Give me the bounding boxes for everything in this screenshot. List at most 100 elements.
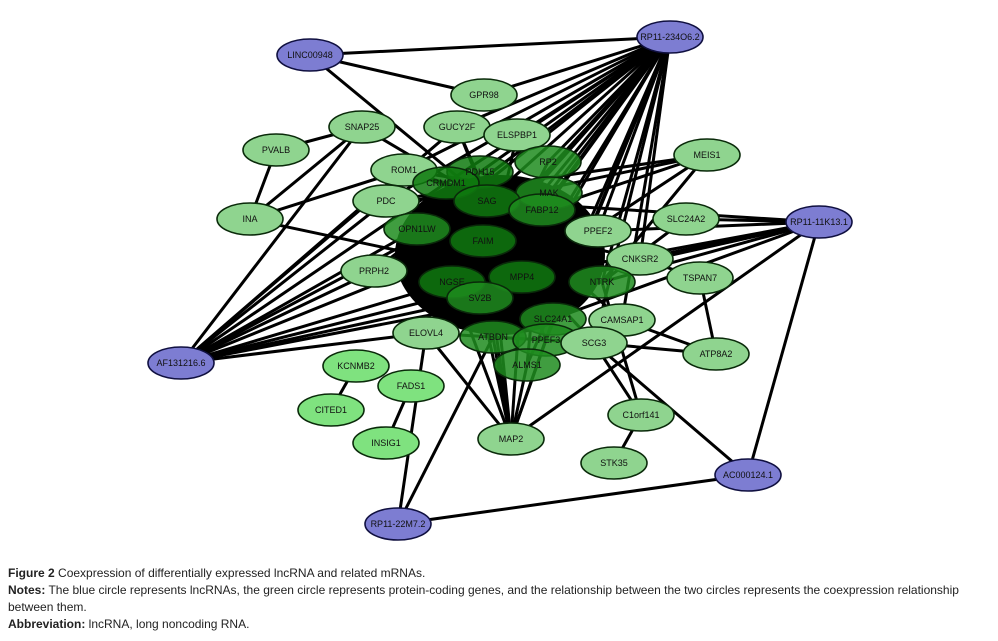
edge-SNAP25-AF131216.6 [179, 126, 364, 364]
node-atp8a2[interactable] [682, 337, 750, 371]
node-label: ATP8A2 [700, 349, 733, 359]
node-alms1[interactable] [493, 348, 561, 382]
edge-RP11-22M7.2-ELOVL4 [396, 332, 428, 525]
coexpression-network: LINC00948 RP11-234O6.2RP11-11K13.1AF13121… [147, 20, 853, 541]
node-insig1[interactable] [352, 426, 420, 460]
node-label: GPR98 [469, 90, 499, 100]
figure-text: Coexpression of differentially expressed… [54, 566, 426, 580]
figure-caption: Figure 2 Coexpression of differentially … [8, 565, 993, 633]
figure-title: Figure 2 Coexpression of differentially … [8, 565, 993, 582]
node-map2[interactable] [477, 422, 545, 456]
node-ppef2[interactable] [564, 214, 632, 248]
node-mpp4[interactable] [488, 260, 556, 294]
node-label: KCNMB2 [337, 361, 375, 371]
node-label: AF131216.6 [156, 358, 205, 368]
node-label: INSIG1 [371, 438, 401, 448]
node-elspbp1[interactable] [483, 118, 551, 152]
node-label: MEIS1 [693, 150, 720, 160]
node-label: NTRK [590, 277, 615, 287]
node-opn1lw[interactable] [383, 212, 451, 246]
node-label: OPN1LW [398, 224, 436, 234]
node-prph2[interactable] [340, 254, 408, 288]
node-meis1[interactable] [673, 138, 741, 172]
node-ina[interactable] [216, 202, 284, 236]
node-label: MPP4 [510, 272, 535, 282]
node-label: SAG [477, 196, 496, 206]
node-tspan7[interactable] [666, 261, 734, 295]
node-cnksr2[interactable] [606, 242, 674, 276]
edge-RP11-234O6.2-GUCY2F [456, 35, 671, 129]
node-ntrk[interactable] [568, 265, 636, 299]
figure-label: Figure 2 [8, 566, 55, 580]
node-label: PDC [376, 196, 396, 206]
node-label: RP11-234O6.2 [640, 32, 699, 42]
node-slc24a2[interactable] [652, 202, 720, 236]
node-c1orf141[interactable] [607, 398, 675, 432]
node-label: RP11-11K13.1 [790, 217, 848, 227]
node-label: CAMSAP1 [600, 315, 643, 325]
node-label: RP2 [539, 157, 557, 167]
edge-RP11-22M7.2-AC000124.1 [397, 473, 749, 526]
node-label: PDH15 [465, 167, 494, 177]
node-af131216.6[interactable] [147, 346, 215, 380]
node-stk35[interactable] [580, 446, 648, 480]
node-label: MAK [539, 188, 559, 198]
node-fabp12[interactable] [508, 193, 576, 227]
node-label: INA [242, 214, 257, 224]
edge-RP11-234O6.2-ROM1 [403, 35, 671, 172]
node-label: GUCY2F [439, 122, 476, 132]
node-label: PVALB [262, 145, 290, 155]
abbrev-label: Abbreviation: [8, 617, 86, 631]
node-rp11-11k13.1[interactable] [785, 205, 853, 239]
node-sv2b[interactable] [446, 281, 514, 315]
node-ac000124.1[interactable] [714, 458, 782, 492]
node-label: C1orf141 [622, 410, 659, 420]
node-label: SCG3 [582, 338, 607, 348]
node-cited1[interactable] [297, 393, 365, 427]
edge-RP11-234O6.2-SAG [485, 35, 672, 203]
node-label: FAIM [472, 236, 493, 246]
label-layer: LINC00948 RP11-234O6.2RP11-11K13.1AF13121… [156, 32, 847, 529]
node-label: SNAP25 [345, 122, 380, 132]
node-label: AC000124.1 [723, 470, 773, 480]
node-label: LINC00948 [287, 50, 333, 60]
figure-abbreviation: Abbreviation: lncRNA, long noncoding RNA… [8, 616, 993, 633]
node-label: PPEF2 [584, 226, 613, 236]
abbrev-text: lncRNA, long noncoding RNA. [85, 617, 250, 631]
edge-RP11-22M7.2-ATBDN [396, 336, 495, 525]
node-linc00948[interactable] [276, 38, 344, 72]
node-layer [147, 20, 853, 541]
node-label: SLC24A2 [667, 214, 706, 224]
node-rp11-234o6.2[interactable] [636, 20, 704, 54]
node-label: CITED1 [315, 405, 347, 415]
node-label: ALMS1 [512, 360, 542, 370]
node-label: ROM1 [391, 165, 417, 175]
node-label: STK35 [600, 458, 628, 468]
node-faim[interactable] [449, 224, 517, 258]
node-pvalb[interactable] [242, 133, 310, 167]
node-label: TSPAN7 [683, 273, 717, 283]
node-label: CNKSR2 [622, 254, 659, 264]
node-rp11-22m7.2[interactable] [364, 507, 432, 541]
node-kcnmb2[interactable] [322, 349, 390, 383]
node-scg3[interactable] [560, 326, 628, 360]
node-gpr98[interactable] [450, 78, 518, 112]
edge-RP11-11K13.1-MAP2 [510, 220, 820, 441]
node-fads1[interactable] [377, 369, 445, 403]
edge-RP11-234O6.2-GPR98 [483, 35, 671, 97]
node-elovl4[interactable] [392, 316, 460, 350]
figure-notes: Notes: The blue circle represents lncRNA… [8, 582, 993, 616]
node-label: SLC24A1 [534, 314, 573, 324]
node-label: RP11-22M7.2 [371, 519, 426, 529]
node-label: CRMDM1 [426, 178, 466, 188]
node-label: ATBDN [478, 332, 508, 342]
node-label: FADS1 [397, 381, 426, 391]
node-label: PPEF3 [532, 335, 561, 345]
node-label: FABP12 [525, 205, 558, 215]
edge-AF131216.6-PDC [180, 199, 387, 365]
node-label: ELOVL4 [409, 328, 443, 338]
node-snap25[interactable] [328, 110, 396, 144]
node-label: MAP2 [499, 434, 524, 444]
node-pdc[interactable] [352, 184, 420, 218]
notes-text: The blue circle represents lncRNAs, the … [8, 583, 959, 614]
